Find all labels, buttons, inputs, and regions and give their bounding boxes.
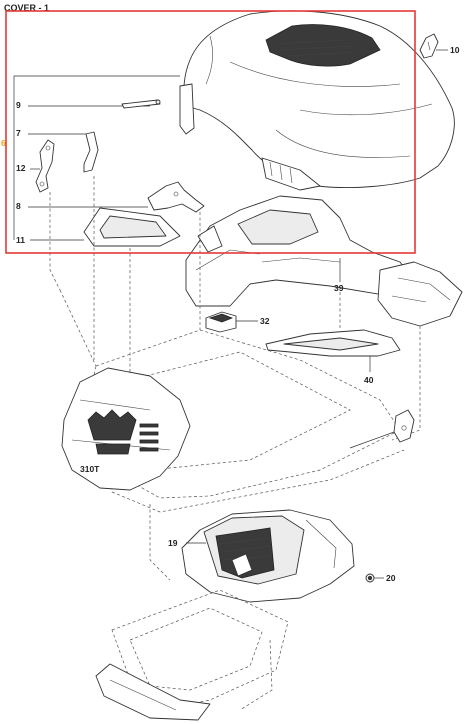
diagram-title: COVER - 1 bbox=[4, 3, 49, 13]
part-39-right-fin[interactable] bbox=[377, 261, 463, 327]
highlight-box bbox=[5, 10, 416, 254]
part-11-frame[interactable] bbox=[83, 207, 181, 247]
part-12-hinge[interactable] bbox=[35, 139, 55, 193]
callout-8[interactable]: 8 bbox=[16, 201, 21, 211]
chassis-frame bbox=[59, 289, 405, 513]
part-7-bracket[interactable] bbox=[83, 131, 99, 173]
callout-10[interactable]: 10 bbox=[450, 45, 460, 55]
callout-7[interactable]: 7 bbox=[16, 128, 21, 138]
callout-9[interactable]: 9 bbox=[16, 100, 21, 110]
callout-40[interactable]: 40 bbox=[364, 375, 374, 385]
part-10-clip[interactable] bbox=[419, 33, 439, 59]
bottom-tray bbox=[95, 589, 289, 721]
callout-32[interactable]: 32 bbox=[260, 316, 270, 326]
model-logo-text: 310T bbox=[80, 464, 100, 474]
top-cover-shell[interactable] bbox=[179, 10, 455, 191]
right-clip-part[interactable] bbox=[393, 409, 415, 443]
part-8-bracket[interactable] bbox=[147, 181, 205, 213]
callout-39[interactable]: 39 bbox=[334, 283, 344, 293]
part-39-lower-shell[interactable] bbox=[185, 195, 413, 307]
part-32-block[interactable] bbox=[205, 311, 237, 333]
callout-11[interactable]: 11 bbox=[16, 235, 25, 245]
callout-20[interactable]: 20 bbox=[386, 573, 396, 583]
part-40-bumper-strip[interactable] bbox=[265, 329, 401, 357]
part-19-battery-cover[interactable] bbox=[181, 509, 355, 603]
callout-12[interactable]: 12 bbox=[16, 163, 26, 173]
part-9-pin[interactable] bbox=[121, 99, 161, 109]
side-marker: 6 bbox=[1, 138, 6, 148]
callout-19[interactable]: 19 bbox=[168, 538, 178, 548]
part-20-screw[interactable] bbox=[365, 573, 375, 583]
front-cap-logo-panel[interactable]: 310T bbox=[61, 367, 191, 491]
